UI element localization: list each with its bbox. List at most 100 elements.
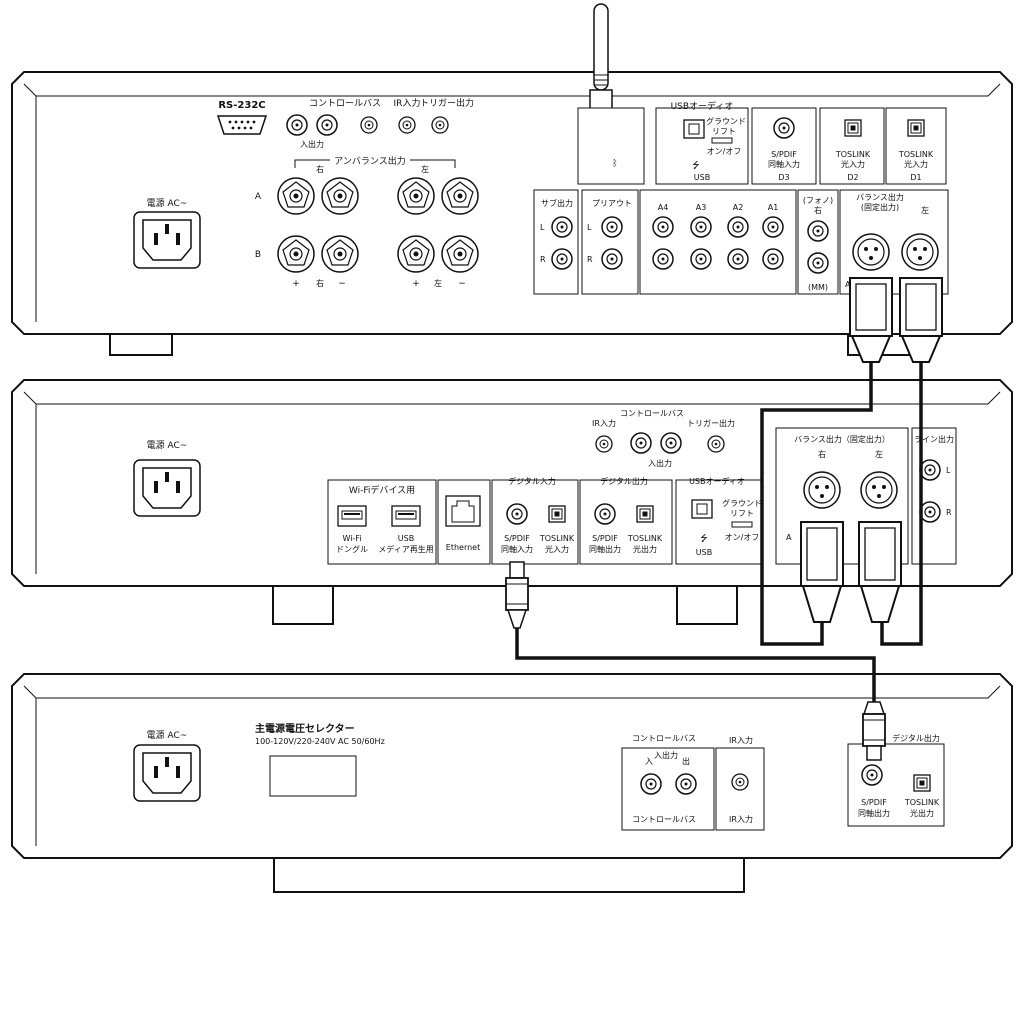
streamer-coax-in-label: 同軸入力 bbox=[501, 544, 533, 554]
transport-control-bus-box bbox=[621, 747, 715, 831]
amp-a2-jack-l bbox=[727, 216, 749, 238]
transport-optical-out-label: 光出力 bbox=[910, 808, 934, 818]
amp-pre-out-label: プリアウト bbox=[592, 199, 632, 208]
transport-spdif-out-jack bbox=[861, 764, 883, 786]
amp-speaker-post-icon bbox=[441, 235, 479, 273]
amp-a4-jack-l bbox=[652, 216, 674, 238]
amp-control-bus-label: コントロールバス bbox=[309, 98, 381, 109]
amp-xlr-a-label: A bbox=[845, 280, 851, 289]
transport-control-bus-out-jack bbox=[675, 773, 697, 795]
amp-phono-jack-r bbox=[807, 220, 829, 242]
amp-d3-label: D3 bbox=[778, 173, 789, 182]
streamer-digital-out-label: デジタル出力 bbox=[600, 476, 648, 486]
amp-on-off-label: オン/オフ bbox=[707, 147, 742, 156]
transport-ir-in-label: IR入力 bbox=[729, 735, 753, 745]
amp-spdif-label: S/PDIF bbox=[771, 150, 797, 159]
transport-toslink-label: TOSLINK bbox=[904, 798, 940, 807]
amp-optical-in-d2-label: 光入力 bbox=[841, 159, 865, 169]
amp-balanced-out-label: バランス出力 bbox=[856, 192, 904, 202]
transport-in-label: 入 bbox=[645, 757, 653, 766]
amp-mm-label: (MM) bbox=[808, 283, 828, 292]
amp-minus-label: − bbox=[338, 279, 346, 289]
transport-power-label: 電源 AC~ bbox=[147, 730, 188, 741]
streamer-line-out-box bbox=[911, 427, 957, 565]
streamer-digital-out-box bbox=[579, 479, 673, 565]
streamer-ir-in-jack bbox=[595, 435, 613, 453]
amp-ir-in-jack bbox=[398, 116, 416, 134]
amp-sub-r-label: R bbox=[540, 255, 546, 264]
streamer-dongle-label: ドングル bbox=[336, 544, 368, 554]
streamer-media-play-label: メディア再生用 bbox=[378, 544, 433, 554]
amp-a1-jack-l bbox=[762, 216, 784, 238]
streamer-control-bus-jack-1 bbox=[630, 432, 652, 454]
rca-plug-icon bbox=[505, 561, 529, 629]
amp-a2-jack-r bbox=[727, 248, 749, 270]
streamer-balanced-left-label: 左 bbox=[875, 449, 883, 459]
amp-row-b-label: B bbox=[255, 250, 261, 260]
amp-a4-jack-r bbox=[652, 248, 674, 270]
amp-ground-lift-label-2: リフト bbox=[712, 127, 736, 136]
xlr-cable-left bbox=[880, 360, 923, 646]
xlr-plug-icon bbox=[849, 277, 893, 363]
cables bbox=[505, 277, 943, 761]
streamer-spdif-in-label: S/PDIF bbox=[504, 534, 530, 543]
streamer-control-bus-io-label: 入出力 bbox=[648, 458, 672, 468]
amp-a2-label: A2 bbox=[733, 203, 744, 212]
amp-xlr-left-jack bbox=[901, 233, 939, 271]
amp-optical-in-d1-label: 光入力 bbox=[904, 159, 928, 169]
amp-speaker-post-icon bbox=[321, 235, 359, 273]
streamer-ir-in-label: IR入力 bbox=[592, 418, 616, 428]
amp-speaker-post-icon bbox=[321, 177, 359, 215]
amp-rs232c-port-icon bbox=[216, 115, 268, 135]
amp-speaker-post-icon bbox=[441, 177, 479, 215]
streamer-optical-out-label: 光出力 bbox=[633, 544, 657, 554]
amp-unbal-left-label: 左 bbox=[421, 164, 429, 174]
streamer-digital-in-label: デジタル入力 bbox=[508, 476, 556, 486]
amp-fixed-out-label: (固定出力) bbox=[861, 202, 899, 212]
amp-ir-in-label: IR入力 bbox=[394, 97, 421, 109]
amp-trigger-out-jack bbox=[431, 116, 449, 134]
streamer-ground-lift-label-2: リフト bbox=[730, 509, 754, 518]
amp-sub-out-jack-l bbox=[551, 216, 573, 238]
amp-xlr-right-jack bbox=[852, 233, 890, 271]
amp-b-right-label: 右 bbox=[316, 278, 324, 288]
streamer-line-out-r-label: R bbox=[946, 508, 952, 517]
amp-control-bus-jack-2 bbox=[316, 114, 338, 136]
amplifier-unit: 電源 AC~ RS-232C コントロールバス 入出力 IR入力 トリガー出力 … bbox=[11, 3, 1013, 356]
xlr-cable-right bbox=[760, 360, 873, 646]
transport-control-bus-in-jack bbox=[640, 773, 662, 795]
streamer-usb-label: USB bbox=[696, 548, 712, 557]
amp-ground-lift-switch bbox=[711, 137, 733, 144]
amp-toslink-d2-jack bbox=[844, 119, 862, 137]
streamer-power-inlet-icon bbox=[133, 459, 201, 517]
amp-toslink-d1-label: TOSLINK bbox=[898, 150, 934, 159]
coax-cable bbox=[515, 626, 876, 704]
amp-a4-label: A4 bbox=[658, 203, 669, 212]
amp-a1-label: A1 bbox=[768, 203, 779, 212]
amp-analog-in-box bbox=[639, 189, 797, 295]
amp-speaker-post-icon bbox=[277, 235, 315, 273]
transport-out-label: 出 bbox=[682, 756, 690, 766]
transport-unit: 電源 AC~ 主電源電圧セレクター 100-120V/220-240V AC 5… bbox=[11, 673, 1013, 893]
amp-unbalanced-out-label: アンバランス出力 bbox=[334, 155, 405, 167]
amp-b-left-label: 左 bbox=[434, 278, 442, 288]
amp-balanced-left-label: 左 bbox=[921, 205, 929, 215]
streamer-optical-in-label: 光入力 bbox=[545, 544, 569, 554]
streamer-line-out-jack-l bbox=[919, 459, 941, 481]
amp-speaker-post-icon bbox=[277, 177, 315, 215]
streamer-balanced-out-label: バランス出力（固定出力） bbox=[794, 434, 890, 444]
amp-pre-out-jack-l bbox=[601, 216, 623, 238]
amp-row-a-label: A bbox=[255, 192, 262, 202]
streamer-wifi-usb-port-icon bbox=[337, 505, 367, 527]
amp-sub-out-jack-r bbox=[551, 248, 573, 270]
amp-phono-label: (フォノ) bbox=[803, 196, 833, 205]
amp-unbal-right-label: 右 bbox=[316, 164, 324, 174]
streamer-on-off-label: オン/オフ bbox=[725, 533, 760, 542]
streamer-ground-lift-label-1: グラウンド bbox=[722, 498, 762, 508]
streamer-coax-out-label: 同軸出力 bbox=[589, 544, 621, 554]
transport-control-bus-bottom-label: コントロールバス bbox=[632, 815, 696, 824]
streamer-ethernet-label: Ethernet bbox=[446, 543, 480, 552]
amp-control-bus-jack-1 bbox=[286, 114, 308, 136]
